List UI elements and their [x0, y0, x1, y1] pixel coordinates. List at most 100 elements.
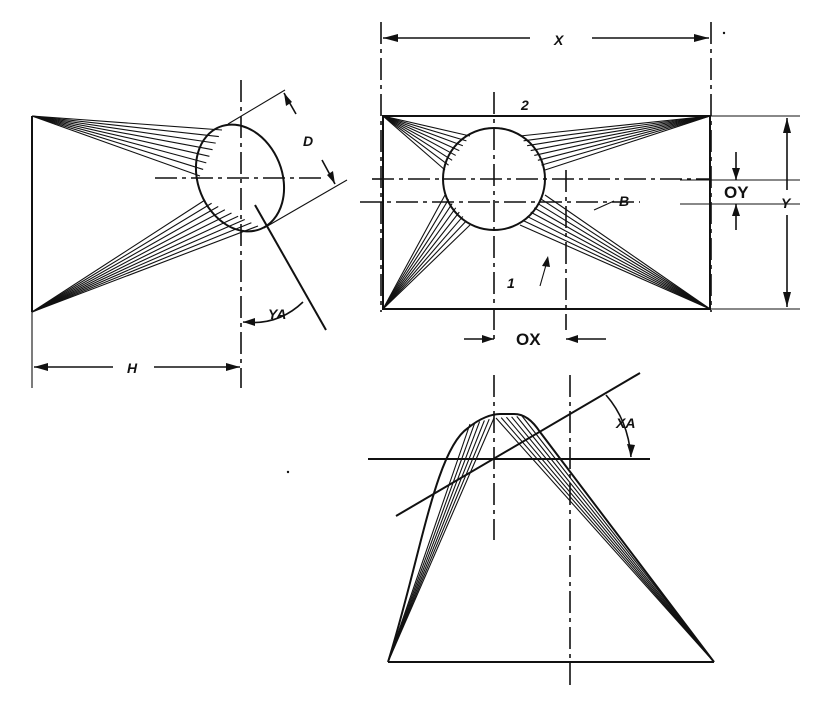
fan-line [527, 115, 711, 147]
fan-line [31, 209, 226, 313]
fan-line [31, 206, 219, 313]
dimension-xa: XA [605, 394, 635, 458]
fan-line [495, 417, 715, 663]
fan-line [523, 220, 711, 310]
fan-line [516, 416, 715, 663]
fan-line [537, 203, 711, 310]
fan-line [519, 115, 711, 137]
front-view [360, 92, 800, 340]
fan-line [31, 115, 201, 177]
dimension-oy: OY [724, 152, 749, 230]
front-view-outline [382, 115, 711, 310]
label-ya: YA [268, 306, 286, 322]
fan-line [382, 115, 471, 137]
dim-oy-arrow-bottom [732, 204, 740, 216]
dimension-x: X [380, 22, 712, 312]
fan-line [534, 115, 711, 156]
fan-line [544, 194, 711, 310]
label-y: Y [781, 195, 792, 211]
label-1: 1 [507, 275, 515, 291]
fan-line [387, 418, 490, 663]
fan-line [382, 203, 453, 310]
dim-d-ext-bottom [263, 179, 348, 229]
fan-line [544, 115, 711, 171]
fan-line [31, 115, 204, 170]
fan-line [387, 417, 495, 663]
callout-1: 1 [507, 256, 550, 291]
fan-line [387, 423, 471, 663]
dim-x-arrow-right [694, 34, 709, 42]
fan-line [31, 218, 245, 313]
bottom-view [368, 372, 715, 690]
fan-line [382, 115, 453, 161]
side-view [31, 80, 348, 388]
label-2: 2 [520, 97, 529, 113]
fan-line [31, 212, 232, 313]
dim-d-ext-top [227, 89, 286, 125]
label-oy: OY [724, 183, 749, 202]
fan-line [519, 224, 711, 310]
dimension-ox: OX [464, 330, 606, 349]
fan-line [534, 207, 711, 310]
fan-line [541, 115, 711, 166]
fan-line [382, 199, 450, 310]
fan-line [537, 115, 711, 161]
fan-line [31, 199, 206, 313]
fan-line [382, 115, 449, 166]
dim-d-arrow-bottom [327, 171, 335, 184]
dim-y-arrow-top [783, 118, 791, 133]
dimension-y: Y [781, 118, 792, 307]
fan-line [31, 202, 212, 313]
fan-line [530, 211, 711, 310]
fan-line [530, 115, 711, 152]
dim-h-arrow-right [226, 363, 240, 371]
dim-h-arrow-left [34, 363, 48, 371]
fan-line [382, 115, 460, 152]
fan-line [382, 207, 457, 310]
fan-line [382, 115, 446, 171]
bottom-fan-lines [387, 415, 715, 663]
dim-oy-arrow-top [732, 168, 740, 180]
dim-d-arrow-top [284, 93, 292, 106]
fan-line [382, 220, 467, 310]
bottom-inclined-line [395, 372, 641, 517]
fan-line [31, 115, 210, 157]
bottom-view-outline [387, 413, 715, 663]
label-d: D [303, 133, 313, 149]
fan-line [511, 416, 715, 663]
fan-line [382, 115, 467, 142]
fan-line [31, 115, 219, 138]
callout-1-arrow [542, 256, 550, 267]
dimension-ya: YA [242, 301, 304, 326]
fan-line [31, 115, 213, 151]
callout-b: B [593, 193, 629, 211]
fan-line [31, 115, 223, 131]
side-ellipse [194, 123, 286, 233]
callout-b-leader [593, 200, 615, 211]
fan-line [523, 115, 711, 142]
dim-x-arrow-left [383, 34, 398, 42]
dim-ox-arrow-right [566, 335, 578, 343]
fan-line [31, 222, 252, 313]
side-fan-lines [31, 115, 259, 313]
fan-line [387, 421, 481, 663]
speck-mark [286, 470, 290, 474]
fan-line [500, 417, 715, 663]
fan-line [382, 216, 464, 310]
dim-xa-arrow [627, 444, 635, 457]
speck-mark [722, 31, 726, 35]
dim-ya-arrow [243, 318, 255, 326]
dimension-h: H [31, 312, 240, 388]
label-b: B [619, 193, 629, 209]
dim-y-arrow-bottom [783, 292, 791, 307]
fan-line [31, 215, 239, 313]
label-x: X [553, 32, 565, 48]
label-ox: OX [516, 330, 541, 349]
label-h: H [127, 360, 138, 376]
fan-line [382, 115, 456, 156]
fan-line [505, 416, 715, 663]
fan-line [382, 115, 464, 147]
dim-ox-arrow-left [482, 335, 494, 343]
